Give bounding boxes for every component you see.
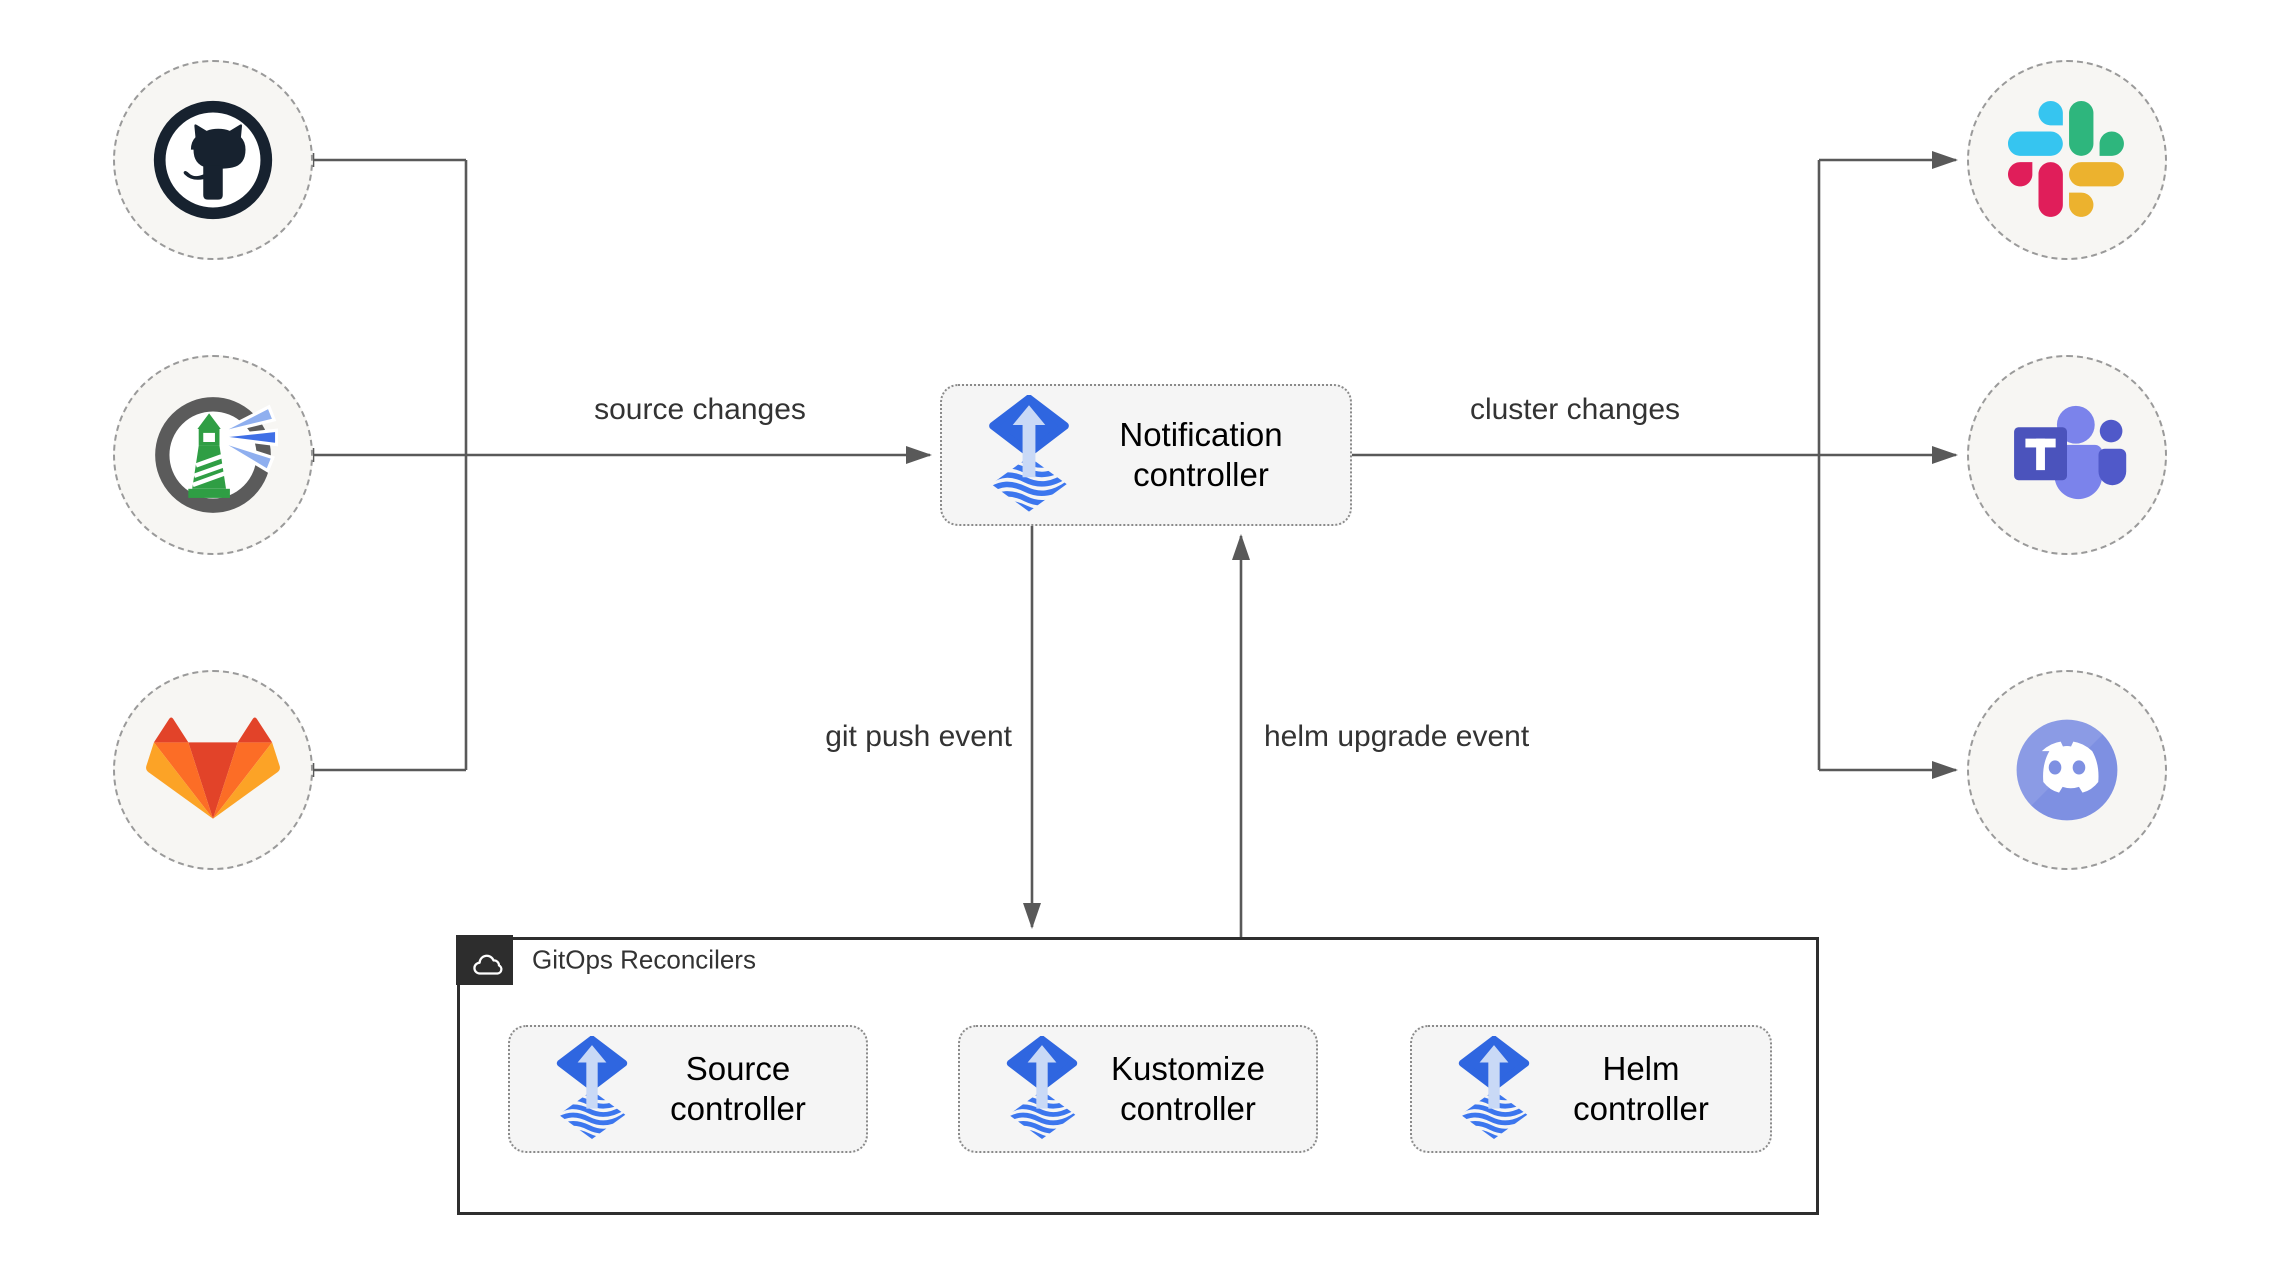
harbor-icon: [148, 390, 278, 520]
node-slack: [1967, 60, 2167, 260]
source-controller-box: Source controller: [508, 1025, 868, 1153]
flux-icon: [554, 1036, 630, 1142]
source-controller-label: Source controller: [670, 1049, 806, 1127]
github-icon: [148, 95, 278, 225]
git-push-event-label: git push event: [825, 720, 1012, 753]
flux-icon: [1004, 1036, 1080, 1142]
slack-icon: [2008, 101, 2124, 217]
cluster-changes-label: cluster changes: [1469, 393, 1681, 426]
source-changes-label: source changes: [594, 393, 806, 426]
teams-icon: [2014, 405, 2127, 500]
kustomize-controller-label: Kustomize controller: [1110, 1049, 1266, 1127]
gitops-group-title: GitOps Reconcilers: [532, 944, 756, 975]
gitlab-icon: [146, 717, 280, 819]
notification-controller-label: Notification controller: [1119, 415, 1283, 493]
node-harbor: [113, 355, 313, 555]
helm-controller-label: Helm controller: [1573, 1049, 1709, 1127]
cloud-icon: [472, 954, 503, 975]
discord-icon: [2016, 719, 2118, 821]
node-gitlab: [113, 670, 313, 870]
kustomize-controller-box: Kustomize controller: [958, 1025, 1318, 1153]
gitops-group-badge: [456, 935, 513, 985]
helm-upgrade-event-label: helm upgrade event: [1264, 720, 1530, 753]
helm-controller-box: Helm controller: [1410, 1025, 1772, 1153]
flux-icon: [1456, 1036, 1532, 1142]
flux-icon: [986, 395, 1072, 515]
node-teams: [1967, 355, 2167, 555]
node-github: [113, 60, 313, 260]
notification-controller-box: Notification controller: [940, 384, 1352, 526]
node-discord: [1967, 670, 2167, 870]
